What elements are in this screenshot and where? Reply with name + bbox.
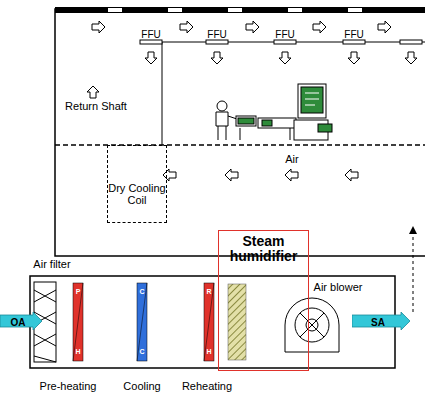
outdoor-air-arrow: OA xyxy=(0,312,42,330)
room-outline xyxy=(55,9,425,256)
node-label: Steam humidifier xyxy=(219,234,308,265)
node-label: OA xyxy=(11,317,26,328)
component-label: Pre-heating xyxy=(40,380,97,392)
component-label: Air filter xyxy=(33,258,70,270)
cooling-coil xyxy=(137,283,147,361)
ffu-label: FFU xyxy=(207,29,226,40)
supply-air-arrow: SA xyxy=(352,312,410,330)
ahu-casing xyxy=(30,276,395,368)
component-label: Reheating xyxy=(182,380,232,392)
preheating-coil xyxy=(73,283,83,361)
coil-letter: C xyxy=(139,348,144,356)
shaft-label: Return Shaft xyxy=(65,100,127,112)
airflow-arrows xyxy=(87,21,417,181)
humidifier-pad xyxy=(228,284,246,360)
ffu-label: FFU xyxy=(141,29,160,40)
node-label: SA xyxy=(371,317,385,328)
node-label: Dry Cooling Coil xyxy=(108,182,166,206)
coil-letter: R xyxy=(206,288,211,296)
air-label: Air xyxy=(285,153,298,165)
air-blower xyxy=(285,298,339,352)
worker-and-equipment xyxy=(216,84,332,140)
cooling-coil-box: Dry Cooling Coil xyxy=(107,145,167,223)
ffu-label: FFU xyxy=(344,29,363,40)
coil-letter: C xyxy=(139,288,144,296)
ceiling xyxy=(55,7,425,13)
arrow-fill xyxy=(0,312,42,330)
component-label: Air blower xyxy=(314,281,363,293)
arrow-fill xyxy=(352,312,410,330)
humidifier-box: Steam humidifier xyxy=(218,230,309,371)
ffu-units xyxy=(140,40,422,44)
coil-letter: H xyxy=(75,348,80,356)
cleanroom-wall xyxy=(162,42,425,145)
coil-letter: H xyxy=(206,348,211,356)
coil-letter: P xyxy=(76,288,81,296)
ceiling-gaps xyxy=(108,8,362,12)
reheating-coil xyxy=(204,283,214,361)
supply-air-duct xyxy=(413,230,414,312)
component-label: Cooling xyxy=(123,380,160,392)
ffu-label: FFU xyxy=(275,29,294,40)
